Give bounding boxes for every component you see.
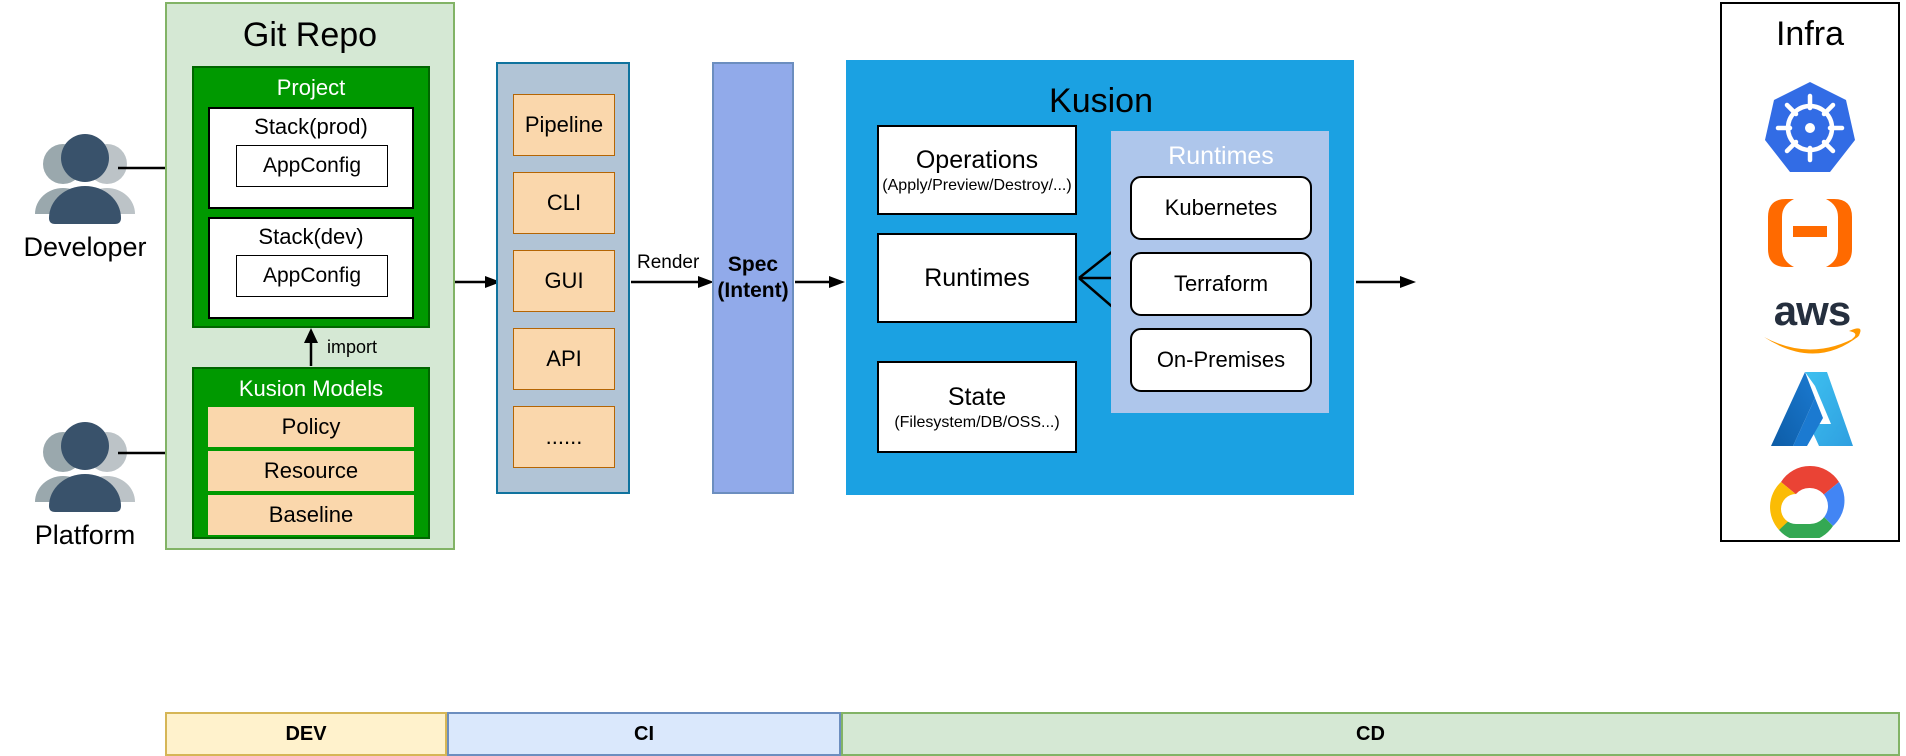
actor-developer-label: Developer: [23, 232, 147, 262]
spec-intent-label: Spec (Intent): [717, 252, 788, 305]
kusion-title: Kusion: [1049, 81, 1153, 120]
ci-tool-more[interactable]: ......: [513, 406, 615, 468]
git-repo-panel: Git Repo Project Stack(prod) AppConfig S…: [165, 2, 455, 550]
runtimes-block-title: Runtimes: [924, 263, 1030, 292]
svg-text:aws: aws: [1774, 287, 1850, 334]
kusion-block-operations: Operations (Apply/Preview/Destroy/...): [877, 125, 1077, 215]
stack-prod-box: Stack(prod) AppConfig: [208, 107, 414, 209]
users-icon: [29, 132, 141, 228]
kusion-panel: Kusion Operations (Apply/Preview/Destroy…: [846, 60, 1354, 495]
arrow-import: [299, 328, 323, 366]
infra-title: Infra: [1775, 14, 1845, 53]
phase-ci: CI: [447, 712, 841, 756]
phase-dev: DEV: [165, 712, 447, 756]
stack-dev-box: Stack(dev) AppConfig: [208, 217, 414, 319]
ci-tools-column: Pipeline CLI GUI API ......: [496, 62, 630, 494]
kusion-models-title: Kusion Models: [238, 376, 384, 401]
openshift-logo: [1758, 190, 1862, 276]
runtimes-subpanel-title: Runtimes: [1168, 141, 1274, 170]
spec-intent-box: Spec (Intent): [712, 62, 794, 494]
arrow-gitrepo-to-ci: [455, 272, 503, 292]
render-label: Render: [635, 252, 702, 274]
model-item-baseline: Baseline: [208, 495, 414, 535]
users-icon: [29, 420, 141, 516]
ci-tool-gui[interactable]: GUI: [513, 250, 615, 312]
stack-prod-title: Stack(prod): [254, 114, 368, 139]
azure-logo: [1762, 366, 1858, 464]
spec-line1: Spec: [727, 252, 779, 276]
actor-developer: Developer: [10, 132, 160, 263]
stack-dev-appconfig: AppConfig: [236, 255, 388, 297]
arrow-spec-to-kusion: [795, 272, 847, 292]
project-box: Project Stack(prod) AppConfig Stack(dev)…: [192, 66, 430, 328]
infra-panel: Infra aws: [1720, 2, 1900, 542]
stack-dev-title: Stack(dev): [258, 224, 364, 249]
ci-tool-api[interactable]: API: [513, 328, 615, 390]
ci-tool-pipeline[interactable]: Pipeline: [513, 94, 615, 156]
phase-cd: CD: [841, 712, 1900, 756]
operations-title: Operations: [915, 145, 1039, 174]
ci-tool-cli[interactable]: CLI: [513, 172, 615, 234]
model-item-policy: Policy: [208, 407, 414, 447]
spec-line2: (Intent): [717, 279, 789, 302]
arrow-render: [631, 272, 716, 292]
git-repo-title: Git Repo: [242, 15, 378, 54]
kusion-block-state: State (Filesystem/DB/OSS...): [877, 361, 1077, 453]
import-label: import: [327, 337, 378, 357]
state-title: State: [947, 382, 1007, 411]
actor-platform: Platform: [10, 420, 160, 551]
aws-logo: aws: [1750, 282, 1874, 362]
project-title: Project: [276, 75, 346, 100]
kusion-models-box: Kusion Models Policy Resource Baseline: [192, 367, 430, 539]
arrow-kusion-to-infra: [1356, 272, 1418, 292]
stack-prod-appconfig: AppConfig: [236, 145, 388, 187]
google-cloud-logo: [1756, 460, 1864, 540]
runtime-terraform[interactable]: Terraform: [1130, 252, 1312, 316]
operations-subtitle: (Apply/Preview/Destroy/...): [882, 176, 1072, 194]
runtime-kubernetes[interactable]: Kubernetes: [1130, 176, 1312, 240]
state-subtitle: (Filesystem/DB/OSS...): [894, 413, 1060, 431]
kubernetes-logo: [1758, 76, 1862, 180]
actor-platform-label: Platform: [34, 520, 136, 550]
kusion-block-runtimes: Runtimes: [877, 233, 1077, 323]
runtime-on-premises[interactable]: On-Premises: [1130, 328, 1312, 392]
model-item-resource: Resource: [208, 451, 414, 491]
runtimes-subpanel: Runtimes Kubernetes Terraform On-Premise…: [1111, 131, 1329, 413]
